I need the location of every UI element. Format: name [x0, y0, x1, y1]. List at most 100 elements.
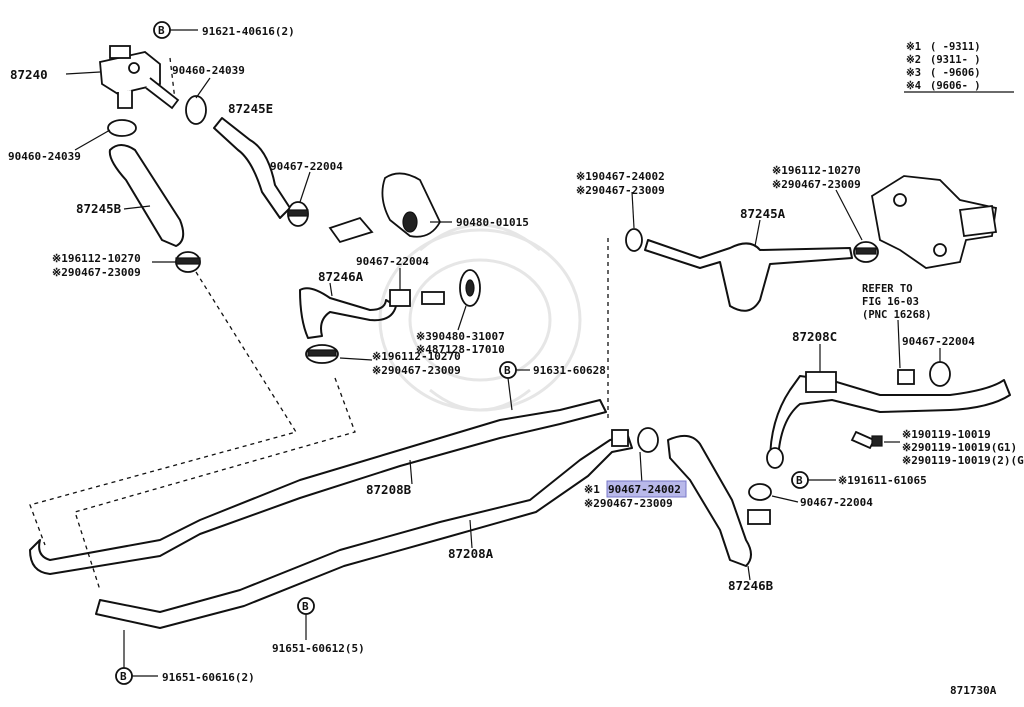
water-valve — [99, 45, 180, 110]
refer-line-3: (PNC 16268) — [862, 309, 932, 321]
label-c3-b: ※487128-17010 — [416, 343, 505, 356]
legend-range-3: ( -9606) — [930, 67, 981, 79]
label-90467-22004-c: 90467-22004 — [902, 335, 975, 348]
legend: ※1 ( -9311) ※2 (9311- ) ※3 ( -9606) ※4 (… — [904, 41, 1014, 93]
leader-c3 — [457, 305, 467, 331]
leader-87245a — [754, 219, 761, 247]
leader-c4 — [631, 191, 635, 229]
heater-pipe-87208c — [766, 361, 1011, 469]
leader-87246b — [747, 565, 751, 581]
label-90467-22004-a: 90467-22004 — [270, 160, 343, 173]
leader-87208a — [469, 519, 473, 549]
label-bolt-b3: ※191611-61065 — [838, 474, 927, 487]
clip-90467-22004-a — [287, 201, 309, 227]
legend-range-2: (9311- ) — [930, 54, 981, 66]
leader-87208b — [409, 459, 413, 485]
leader-90460b — [74, 129, 111, 151]
label-c6-c: ※290119-10019(2)(G) — [902, 454, 1024, 467]
leader-87240 — [65, 71, 101, 75]
legend-mark-4: ※4 — [906, 80, 921, 92]
label-87208c: 87208C — [792, 329, 837, 344]
label-bolt-b5: 91651-60616(2) — [162, 671, 255, 684]
label-87208a: 87208A — [448, 546, 494, 561]
svg-text:B: B — [158, 24, 165, 37]
refer-line-2: FIG 16-03 — [862, 296, 919, 308]
label-87208b: 87208B — [366, 482, 412, 497]
leader-c2 — [339, 357, 373, 361]
hose-87245a — [644, 239, 853, 312]
leader-87245b — [123, 205, 151, 210]
label-c6-b: ※290119-10019(G1) — [902, 441, 1017, 454]
label-bolt-b2: 91631-60628 — [533, 364, 606, 377]
clip-c5 — [853, 241, 879, 263]
dashed-guides — [29, 57, 609, 591]
svg-text:B: B — [796, 474, 803, 487]
pipe-stub — [328, 216, 374, 244]
grommet-90480-01015 — [381, 172, 442, 238]
refer-line-1: REFER TO — [862, 283, 913, 295]
label-c7-mark-1: ※1 — [584, 483, 600, 496]
highlight-selected-part — [606, 480, 687, 498]
label-87245b: 87245B — [76, 201, 122, 216]
leader-c5 — [835, 189, 863, 241]
hose-clip — [107, 95, 207, 137]
grommet-90480-31007 — [459, 269, 481, 307]
label-c7-num-1: 90467-24002 — [608, 483, 681, 496]
clip-left — [175, 251, 201, 273]
bolt-marker-b4: B — [297, 597, 315, 640]
label-c2-b: ※290467-23009 — [372, 364, 461, 377]
label-87246a: 87246A — [318, 269, 364, 284]
label-c7-b: ※290467-23009 — [584, 497, 673, 510]
label-bolt-b4: 91651-60612(5) — [272, 642, 365, 655]
clip-c2 — [305, 344, 339, 364]
hose-87246b — [667, 434, 752, 567]
svg-text:B: B — [504, 364, 511, 377]
label-90480-01015: 90480-01015 — [456, 216, 529, 229]
label-c4-b: ※290467-23009 — [576, 184, 665, 197]
legend-range-4: (9606- ) — [930, 80, 981, 92]
bolt-c6 — [850, 430, 883, 450]
legend-mark-1: ※1 — [906, 41, 921, 53]
svg-text:B: B — [120, 670, 127, 683]
leader-87246a — [329, 282, 333, 297]
leader-refer — [897, 319, 901, 369]
pipe-87208b — [29, 399, 607, 575]
bolt-marker-b1: B — [153, 21, 198, 39]
label-90460-b: 90460-24039 — [8, 150, 81, 163]
bolt-marker-b2: B — [499, 361, 530, 411]
leader-22004a — [299, 171, 311, 203]
legend-mark-2: ※2 — [906, 54, 921, 66]
label-90467-22004-d: 90467-22004 — [800, 496, 873, 509]
hose-87246a — [299, 287, 397, 339]
label-c6-a: ※190119-10019 — [902, 428, 991, 441]
label-c2-a: ※196112-10270 — [372, 350, 461, 363]
water-outlet-housing — [871, 175, 998, 269]
watermark-logo — [378, 223, 582, 412]
svg-text:B: B — [302, 600, 309, 613]
leader-90460a — [195, 77, 211, 99]
label-c3-a: ※390480-31007 — [416, 330, 505, 343]
bolt-marker-b3: B — [791, 471, 836, 489]
diagram-id: 871730A — [950, 684, 997, 697]
pipe-87208a — [95, 435, 633, 629]
label-87246b: 87246B — [728, 578, 774, 593]
bolt-marker-b5: B — [115, 630, 158, 685]
clip-c4 — [625, 228, 643, 252]
label-c5-a: ※196112-10270 — [772, 164, 861, 177]
leader-c7 — [639, 451, 643, 485]
label-bolt-b1: 91621-40616(2) — [202, 25, 295, 38]
label-c1-b: ※290467-23009 — [52, 266, 141, 279]
label-90460-a: 90460-24039 — [172, 64, 245, 77]
clip-90467-22004-b — [389, 289, 445, 307]
hose-87245b — [108, 144, 185, 247]
label-87240: 87240 — [10, 67, 48, 82]
label-c4-a: ※190467-24002 — [576, 170, 665, 183]
clip-90467-22004-d — [747, 483, 772, 525]
label-87245e: 87245E — [228, 101, 273, 116]
legend-range-1: ( -9311) — [930, 41, 981, 53]
label-c1-a: ※196112-10270 — [52, 252, 141, 265]
clip-c7 — [611, 427, 659, 453]
label-87245a: 87245A — [740, 206, 786, 221]
